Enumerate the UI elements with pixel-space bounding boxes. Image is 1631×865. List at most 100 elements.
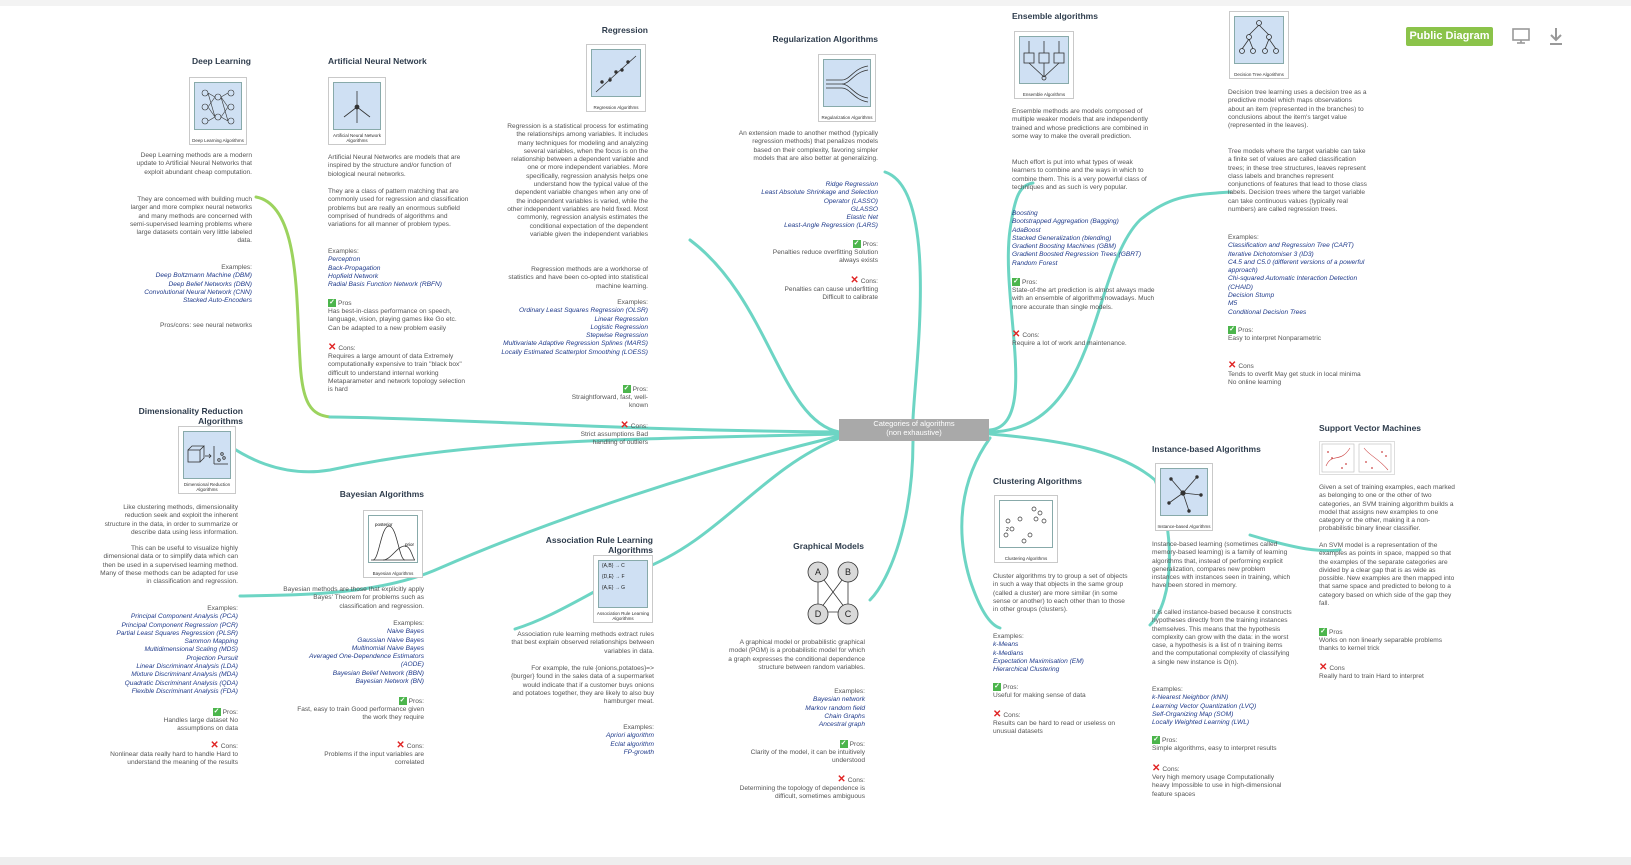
central-topic-line2: (non exhaustive) [886,428,942,437]
dimensionality-title: Dimensionality Reduction Algorithms [138,406,243,426]
regularization-pros: ✓Pros: Penalties reduce overfitting Solu… [770,240,878,266]
pros-label: Pros [338,299,352,307]
regularization-thumbnail: Regularization Algorithms [818,54,876,122]
connector-ann [328,415,841,434]
svm-desc-1: Given a set of training examples, each m… [1319,484,1455,533]
example-item: Back-Propagation [328,264,381,272]
bottom-border [0,857,1631,865]
cons-text: Nonlinear data really hard to handle Har… [110,751,238,767]
example-item: Gaussian Naive Bayes [357,636,424,644]
deep-learning-thumbnail: Deep Learning Algorithms [189,77,247,145]
cross-icon: ✕ [210,740,219,751]
example-item: k-Means [993,641,1019,649]
example-item: Locally Estimated Scatterplot Smoothing … [501,348,648,356]
deep-learning-desc-1: Deep Learning methods are a modern updat… [136,152,252,176]
example-item: Stepwise Regression [586,332,648,340]
example-item: Projection Pursuit [186,654,238,662]
association-examples: Examples: Apriori algorithm Eclat algori… [560,724,654,757]
pros-label: Pros: [222,708,238,716]
example-item: GLASSO [850,205,878,213]
example-item: Deep Belief Networks (DBN) [168,280,252,288]
example-item: Decision Stump [1228,292,1275,300]
regularization-cons: ✕Cons: Penalties can cause underfitting … [770,276,878,303]
cross-icon: ✕ [837,774,846,785]
deep-learning-examples: Examples: Deep Boltzmann Machine (DBM) D… [128,264,252,305]
clustering-title: Clustering Algorithms [993,476,1082,486]
ann-title: Artificial Neural Network [328,56,427,66]
connector-instance [988,432,1171,627]
examples-label: Examples: [393,620,424,627]
example-item: Mixture Discriminant Analysis (MDA) [131,671,238,679]
cons-label: Cons: [630,422,648,430]
regression-desc-1: Regression is a statistical process for … [507,123,648,238]
ensemble-pros: ✓Pros: State-of-the art prediction is al… [1012,278,1157,312]
monitor-icon[interactable] [1510,25,1532,47]
cons-text: Requires a large amount of data Extremel… [328,353,466,394]
deep-learning-caption: Deep Learning Algorithms [192,138,244,143]
regularization-desc-1: An extension made to another method (typ… [738,130,878,162]
ann-examples: Examples: Perceptron Back-Propagation Ho… [328,248,470,289]
ensemble-cons: ✕Cons: Require a lot of work and mainten… [1012,330,1157,348]
regularization-figure-icon [823,59,871,107]
cons-label: Cons: [1162,765,1180,773]
graphical-desc-1: A graphical model or probabilistic graph… [728,639,865,671]
cons-label: Cons: [847,776,865,784]
examples-label: Examples: [623,724,654,731]
example-item: Eclat algorithm [610,740,654,748]
association-rule-1: {A,B} → C [602,563,625,569]
cons-label: Cons: [220,742,238,750]
check-icon: ✓ [993,683,1001,691]
bayesian-desc-1: Bayesian methods are those that explicit… [283,586,424,610]
instance-examples: Examples: k-Nearest Neighbor (kNN) Learn… [1152,686,1292,727]
regression-figure-icon [591,49,641,97]
connector-graphical [868,439,915,602]
public-diagram-button[interactable]: Public Diagram [1406,27,1493,46]
association-rule-3: {A,E} → G [602,585,626,591]
cross-icon: ✕ [993,709,1002,720]
pros-text: Fast, easy to train Good performance giv… [297,706,424,722]
dimensionality-caption: Dimensional Reduction Algorithms [183,482,231,492]
example-item: k-Nearest Neighbor (kNN) [1152,694,1229,702]
example-item: Random Forest [1012,259,1058,267]
example-item: Convolutional Neural Network (CNN) [144,288,252,296]
connector-association [513,436,841,631]
clustering-examples: Examples: k-Means k-Medians Expectation … [993,633,1128,674]
example-item: Hierarchical Clustering [993,666,1060,674]
clustering-caption: Clustering Algorithms [1004,556,1048,561]
pros-label: Pros: [1238,326,1254,334]
ensemble-desc-1: Ensemble methods are models composed of … [1012,108,1149,140]
example-item: AdaBoost [1012,226,1041,234]
clustering-thumbnail: 2 Clustering Algorithms [994,495,1058,563]
example-item: Principal Component Analysis (PCA) [130,613,238,621]
dimensionality-examples: Examples: Principal Component Analysis (… [88,605,238,696]
examples-label: Examples: [617,299,648,306]
instance-desc-2: It is called instance-based because it c… [1152,609,1292,666]
example-item: Averaged One-Dependence Estimators (AODE… [309,653,424,669]
example-item: Locally Weighted Learning (LWL) [1152,719,1250,727]
example-item: Bayesian network [812,696,865,704]
regression-examples: Examples: Ordinary Least Squares Regress… [495,299,648,357]
instance-pros: ✓Pros: Simple algorithms, easy to interp… [1152,736,1292,753]
svm-figure [1319,441,1395,475]
pros-label: Pros: [1022,278,1038,286]
cons-label: Cons: [1003,711,1021,719]
connector-clustering [960,436,1002,630]
cross-icon: ✕ [396,740,405,751]
example-item: Naive Bayes [386,628,424,636]
central-topic[interactable]: Categories of algorithms (non exhaustive… [839,419,989,441]
bayesian-caption: Bayesian Algorithms [372,571,414,576]
cons-text: Really hard to train Hard to interpret [1319,673,1424,681]
example-item: Radial Basis Function Network (RBFN) [328,281,442,289]
check-icon: ✓ [212,708,221,716]
decision-tree-cons: ✕Cons Tends to overfit May get stuck in … [1228,361,1368,388]
cons-label: Cons: [860,277,878,285]
regularization-title: Regularization Algorithms [772,34,878,44]
central-topic-line1: Categories of algorithms [873,419,955,428]
connector-bayesian [238,434,841,598]
graph-node-d: D [815,609,822,619]
example-item: M5 [1228,300,1238,308]
download-icon[interactable] [1545,25,1567,47]
check-icon: ✓ [852,240,861,248]
